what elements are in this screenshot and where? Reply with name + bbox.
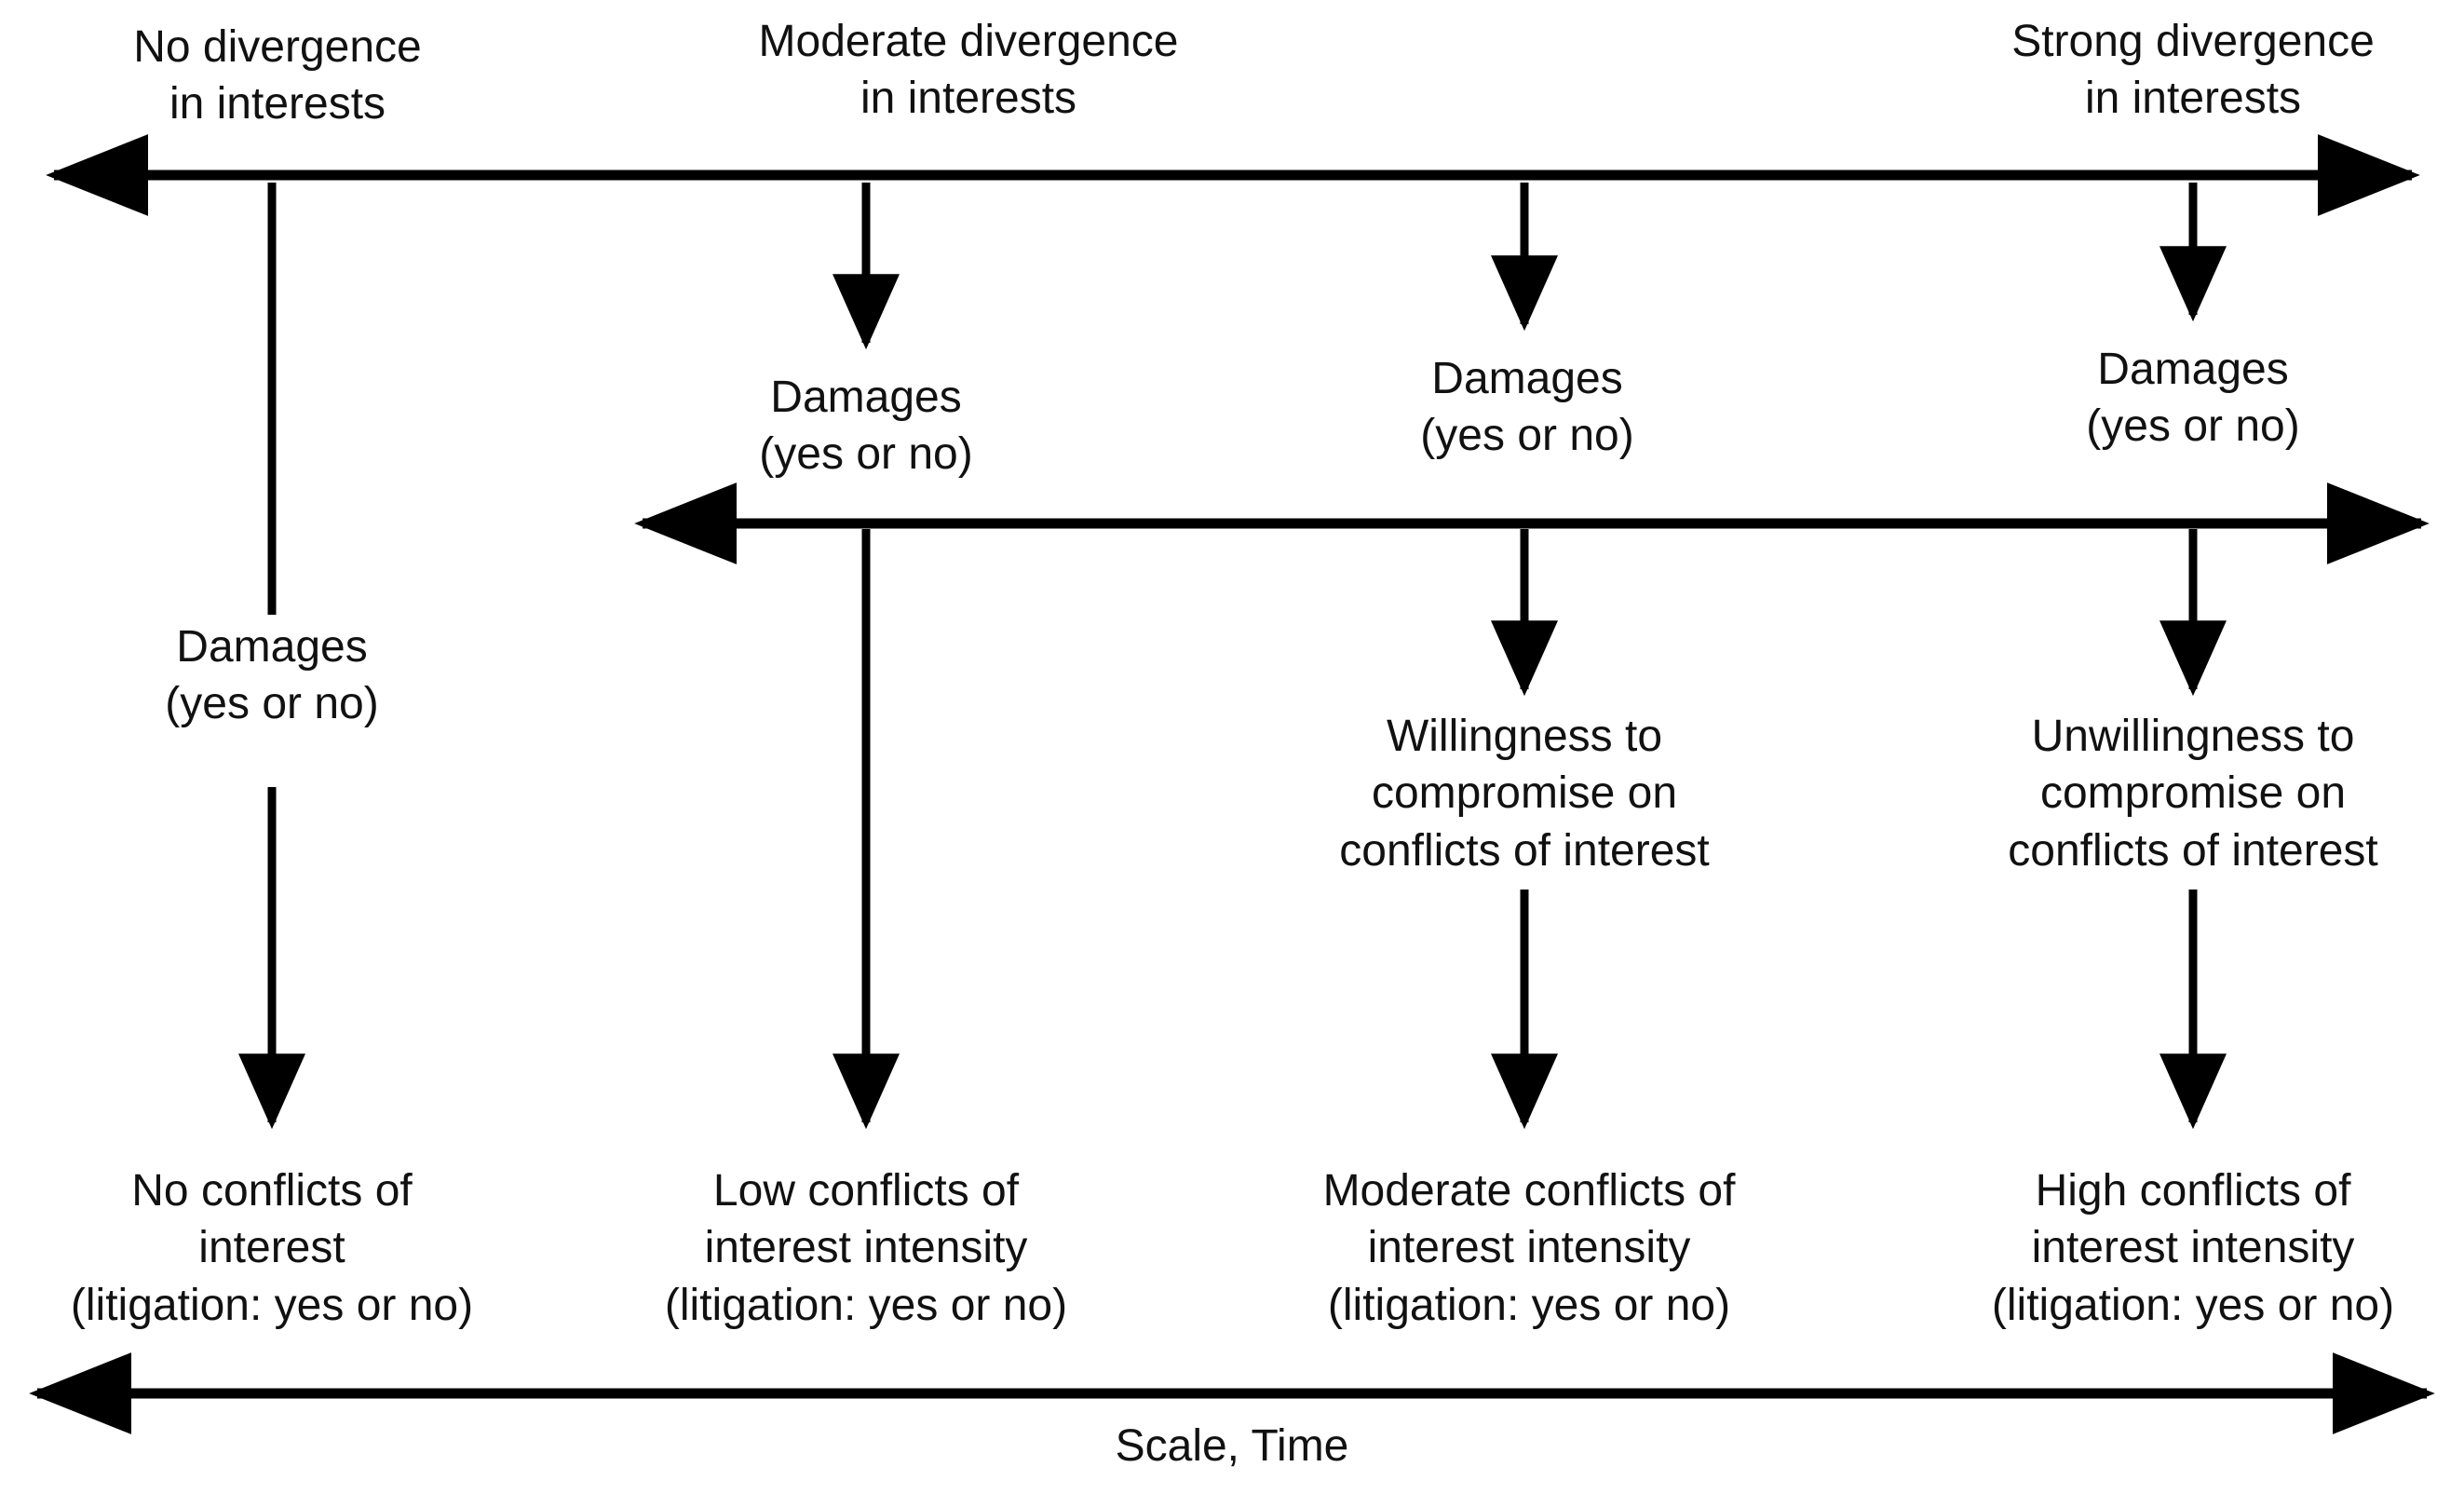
node-col4-outcome: High conflicts of interest intensity (li…: [1991, 1166, 2395, 1330]
node-col3-outcome: Moderate conflicts of interest intensity…: [1322, 1166, 1736, 1330]
axis-label-moderate-divergence: Moderate divergence in interests: [758, 17, 1179, 124]
node-col3-damages: Damages (yes or no): [1420, 354, 1634, 461]
node-col4-damages: Damages (yes or no): [2086, 345, 2300, 452]
node-col4-unwillingness: Unwillingness to compromise on conflicts…: [2008, 712, 2378, 876]
node-col3-willingness: Willingness to compromise on conflicts o…: [1339, 712, 1710, 876]
node-col2-damages: Damages (yes or no): [759, 373, 973, 480]
node-col2-outcome: Low conflicts of interest intensity (lit…: [664, 1166, 1068, 1330]
axis-label-no-divergence: No divergence in interests: [133, 22, 422, 129]
axis-label-strong-divergence: Strong divergence in interests: [2011, 17, 2375, 124]
node-col1-outcome: No conflicts of interest (litigation: ye…: [70, 1166, 474, 1330]
node-col1-damages: Damages (yes or no): [165, 622, 379, 729]
axis-label-scale-time: Scale, Time: [1115, 1421, 1349, 1471]
